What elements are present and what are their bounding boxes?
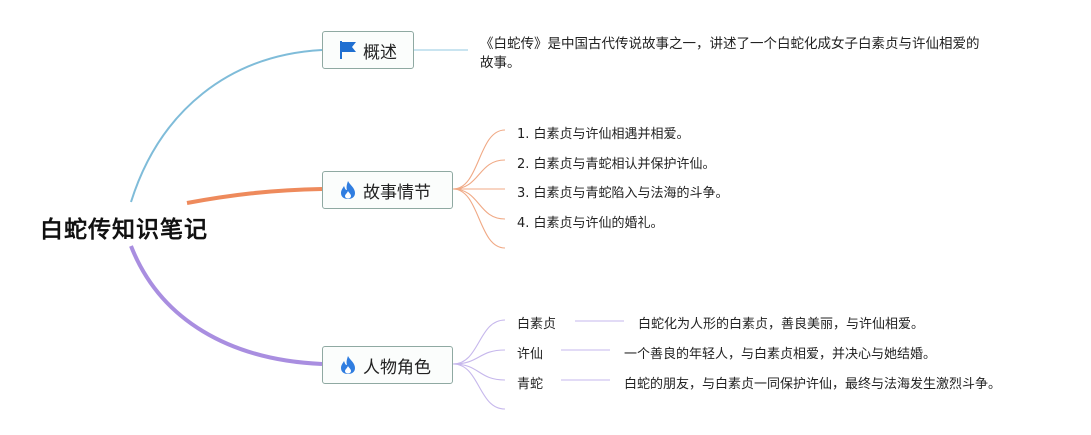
branch-plot-label: 故事情节 xyxy=(363,182,431,203)
branch-overview-label: 概述 xyxy=(363,42,397,63)
root-title[interactable]: 白蛇传知识笔记 xyxy=(40,217,208,243)
plot-item[interactable]: 1. 白素贞与许仙相遇并相爱。 xyxy=(517,127,690,142)
character-desc[interactable]: 一个善良的年轻人，与白素贞相爱，并决心与她结婚。 xyxy=(624,347,937,362)
plot-item[interactable]: 2. 白素贞与青蛇相认并保护许仙。 xyxy=(517,157,716,172)
link-overview xyxy=(130,49,323,203)
branch-characters-label: 人物角色 xyxy=(363,357,431,378)
fire-icon xyxy=(339,180,357,200)
plot-fan xyxy=(452,129,506,249)
plot-item[interactable]: 4. 白素贞与许仙的婚礼。 xyxy=(517,216,664,231)
character-name[interactable]: 青蛇 xyxy=(517,377,544,392)
branch-plot[interactable]: 故事情节 xyxy=(322,171,453,209)
overview-text[interactable]: 《白蛇传》是中国古代传说故事之一，讲述了一个白蛇化成女子白素贞与许仙相爱的故事。 xyxy=(480,36,980,71)
link-plot xyxy=(186,187,323,205)
character-name[interactable]: 许仙 xyxy=(517,347,544,362)
branch-overview[interactable]: 概述 xyxy=(322,31,414,69)
plot-item[interactable]: 3. 白素贞与青蛇陷入与法海的斗争。 xyxy=(517,186,729,201)
character-desc[interactable]: 白蛇的朋友，与白素贞一同保护许仙，最终与法海发生激烈斗争。 xyxy=(624,377,1002,392)
fire-icon xyxy=(339,355,357,375)
link-characters xyxy=(129,245,323,366)
character-name[interactable]: 白素贞 xyxy=(517,317,557,332)
flag-icon xyxy=(339,40,357,60)
characters-fan xyxy=(452,319,624,410)
branch-characters[interactable]: 人物角色 xyxy=(322,346,453,384)
character-desc[interactable]: 白蛇化为人形的白素贞，善良美丽，与许仙相爱。 xyxy=(638,317,925,332)
